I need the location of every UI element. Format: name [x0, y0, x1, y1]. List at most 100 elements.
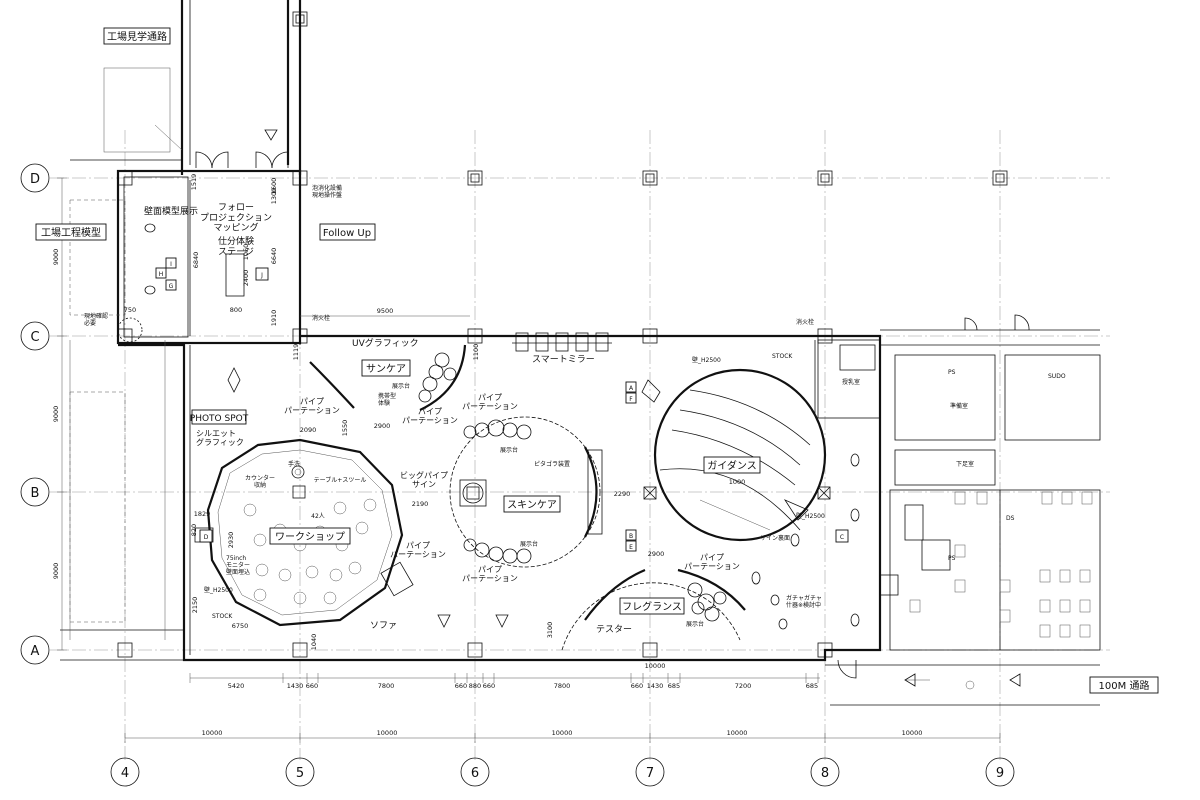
guidance-area — [643, 368, 831, 542]
dim-top-span: 9500 — [377, 307, 394, 315]
axis-row-c: C — [30, 330, 39, 345]
axis-col-9: 9 — [996, 766, 1004, 781]
dim-b-11: 7200 — [735, 682, 752, 690]
dim-m-15: 1040 — [310, 634, 318, 651]
stock-1-label: STOCK — [772, 353, 793, 360]
dim-b-1: 1430 — [287, 682, 304, 690]
display-stand-4-label: 展示台 — [686, 620, 704, 628]
dim-m-21: 800 — [230, 306, 242, 314]
view-markers: H I G J D C A F B E — [155, 257, 849, 552]
wall-model-display-label: 壁面模型展示 — [144, 205, 198, 217]
fire-equipment-label: 泡消化設備現地操作盤 — [312, 184, 342, 199]
gacha-label: ガチャガチャ什器※検討中 — [786, 594, 822, 609]
big-pipe-sign-label: ビッグパイプサイン — [400, 470, 448, 489]
marker-b: B — [629, 533, 633, 540]
factory-tour-passage-label: 工場見学通路 — [107, 30, 167, 43]
fragrance-label: フレグランス — [622, 600, 682, 613]
dim-m-26: 820 — [190, 524, 198, 536]
skincare-area — [449, 416, 603, 568]
dim-m-13: 2930 — [227, 532, 235, 549]
dim-b-6: 660 — [483, 682, 495, 690]
stock-2-label: STOCK — [212, 613, 233, 620]
dim-m-16: 1600 — [270, 178, 278, 195]
column-axis-bubbles: 4 5 6 7 8 9 — [110, 757, 1015, 787]
marker-g: G — [169, 283, 174, 290]
workshop-label: ワークショップ — [275, 531, 345, 543]
dim-b-0: 5420 — [228, 682, 245, 690]
fire-hydrant-2-label: 消火栓 — [796, 318, 814, 326]
pipe-partition-5-label: パイプパーテーション — [462, 565, 518, 583]
upper-left-structure — [70, 0, 302, 175]
dim-g-1: 10000 — [377, 729, 398, 737]
free-labels: 壁面模型展示 フォロープロジェクションマッピング 仕分体験ステージ 泡消化設備現… — [84, 184, 1066, 635]
pipe-partition-2-label: パイプパーテーション — [402, 407, 458, 425]
dim-m-2: 2190 — [412, 500, 429, 508]
column-markers — [117, 11, 1008, 658]
dim-m-25: 750 — [124, 306, 136, 314]
dim-m-18: 6840 — [192, 252, 200, 269]
dim-l-2: 9000 — [52, 563, 60, 580]
dim-b-5: 880 — [469, 682, 481, 690]
dim-m-19: 1300 — [270, 188, 278, 205]
wall-h2500-2-label: 壁_H2500 — [796, 512, 825, 520]
dim-b-7: 7800 — [554, 682, 571, 690]
dim-g-4: 10000 — [902, 729, 923, 737]
sudo-label: SUDO — [1048, 373, 1066, 380]
skincare-label: スキンケア — [507, 499, 557, 511]
row-axis-bubbles: D C B A — [20, 163, 50, 665]
site-check-label: 現地確認必要 — [84, 312, 108, 327]
model-room — [116, 169, 302, 345]
main-hall-walls — [118, 332, 882, 662]
axis-col-7: 7 — [646, 766, 654, 781]
fire-hydrant-1-label: 消火栓 — [312, 314, 330, 322]
ps-1-label: PS — [948, 369, 956, 376]
axis-col-5: 5 — [296, 766, 304, 781]
dim-m-8: 1000 — [729, 478, 746, 486]
dim-b-8: 660 — [631, 682, 643, 690]
dim-b-2: 660 — [306, 682, 318, 690]
marker-j: J — [260, 272, 263, 279]
dim-m-6: 6750 — [232, 622, 249, 630]
guidance-label: ガイダンス — [707, 459, 756, 472]
follow-up-label: Follow Up — [323, 228, 371, 239]
silhouette-graphic-label: シルエットグラフィック — [196, 429, 244, 447]
dim-m-24: 6640 — [270, 248, 278, 265]
dim-b-10: 685 — [668, 682, 680, 690]
pipe-partition-6-label: パイプパーテーション — [684, 553, 740, 571]
table-stool-label: テーブル+スツール — [314, 476, 367, 484]
capacity-label: 42人 — [311, 513, 325, 520]
dim-m-17: 1519 — [190, 174, 198, 191]
sofa-label: ソファ — [370, 621, 397, 631]
photo-spot-label: PHOTO SPOT — [190, 414, 249, 424]
nursing-room-label: 授乳室 — [842, 378, 860, 386]
wall-h2500-1-label: 壁_H2500 — [692, 356, 721, 364]
axis-col-4: 4 — [121, 766, 129, 781]
hand-wash-label: 手洗 — [288, 460, 300, 468]
axis-row-b: B — [31, 486, 40, 501]
boxed-labels: 工場見学通路 工場工程模型 Follow Up PHOTO SPOT サンケア … — [35, 27, 1159, 694]
left-exterior — [60, 199, 184, 661]
fragrance-area — [561, 568, 746, 651]
dim-l-0: 9000 — [52, 249, 60, 266]
suncare-area — [309, 344, 467, 411]
ds-label: DS — [1006, 515, 1015, 522]
marker-h: H — [159, 271, 164, 278]
dim-m-10: 1100 — [472, 344, 480, 361]
axis-col-6: 6 — [471, 766, 479, 781]
factory-process-model-label: 工場工程模型 — [41, 226, 101, 239]
marker-c: C — [840, 534, 844, 541]
marker-f: F — [629, 396, 633, 403]
dim-m-12: 1550 — [341, 420, 349, 437]
dim-m-22: 2400 — [242, 270, 250, 287]
counter-storage-label: カウンター収納 — [245, 474, 275, 489]
display-stand-2-label: 展示台 — [500, 446, 518, 454]
dim-m-7: 2090 — [300, 426, 317, 434]
lower-room-label: 下足室 — [956, 460, 974, 468]
smart-mirror-label: スマートミラー — [532, 354, 595, 365]
left-dimension-column: 9000 9000 9000 — [52, 249, 60, 580]
bottom-dimension-row: 5420 1430 660 7800 660 880 660 7800 660 … — [228, 682, 818, 690]
dim-m-9: 1119 — [292, 344, 300, 361]
grid-dimension-row: 10000 10000 10000 10000 10000 — [202, 729, 923, 737]
dim-b-3: 7800 — [378, 682, 395, 690]
